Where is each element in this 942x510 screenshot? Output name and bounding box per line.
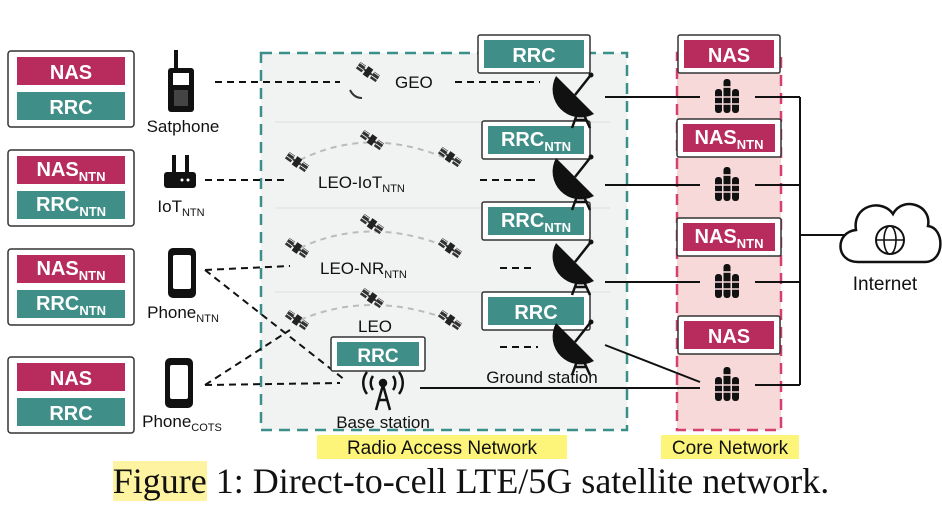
ran-rrc-leo-nr: RRCNTN [481, 201, 591, 241]
svg-text:NASNTN: NASNTN [695, 127, 764, 152]
core-label: Core Network [672, 438, 789, 459]
ran-rrc-base-station: RRC [330, 336, 426, 372]
svg-text:RRCNTN: RRCNTN [501, 129, 571, 154]
phone-cots-label: PhoneCOTS [142, 412, 222, 434]
leo-label: LEO [358, 317, 392, 336]
core-nas-3: NASNTN [676, 217, 782, 257]
svg-text:RRC: RRC [512, 45, 555, 67]
phone-ntn-icon [168, 248, 196, 298]
svg-text:NAS: NAS [708, 45, 750, 67]
core-nas-4: NAS [677, 315, 781, 355]
core-nas-1: NAS [677, 34, 781, 74]
ue-nas-label: NASNTN [37, 159, 106, 184]
access-links [204, 81, 540, 386]
ue-rrc-label: RRCNTN [36, 194, 106, 219]
ue-nas-label: NASNTN [37, 258, 106, 283]
ground-station-label: Ground station [486, 368, 598, 387]
svg-text:NASNTN: NASNTN [695, 226, 764, 251]
base-station-label: Base station [336, 413, 430, 432]
core-nas-2: NASNTN [676, 118, 782, 158]
ue-stack-2: NASNTN RRCNTN [7, 149, 135, 227]
svg-text:RRCNTN: RRCNTN [501, 210, 571, 235]
ue-rrc-label: RRC [49, 403, 92, 425]
svg-text:RRC: RRC [357, 346, 398, 367]
caption-figure-word: Figure [112, 461, 207, 501]
ue-stack-3: NASNTN RRCNTN [7, 248, 135, 326]
ran-rrc-leo: RRC [481, 291, 591, 331]
svg-text:NAS: NAS [708, 326, 750, 348]
satphone-label: Satphone [147, 117, 220, 136]
caption-text: 1: Direct-to-cell LTE/5G satellite netwo… [206, 461, 830, 501]
ran-rrc-geo: RRC [477, 34, 591, 74]
ue-rrc-label: RRC [49, 97, 92, 119]
leo-iot-label: LEO-IoTNTN [318, 173, 405, 195]
iot-label: IoTNTN [157, 197, 204, 219]
ue-nas-label: NAS [50, 368, 92, 390]
ran-rrc-leo-iot: RRCNTN [481, 120, 591, 160]
base-station-icon [362, 371, 404, 411]
phone-ntn-label: PhoneNTN [147, 303, 219, 325]
phone-cots-icon [165, 358, 193, 408]
internet-label: Internet [853, 274, 918, 295]
leo-nr-label: LEO-NRNTN [320, 259, 407, 281]
internet-cloud-icon [839, 202, 942, 264]
ue-nas-label: NAS [50, 62, 92, 84]
ran-label: Radio Access Network [347, 438, 538, 459]
ue-rrc-label: RRCNTN [36, 293, 106, 318]
satphone-icon [168, 50, 194, 112]
svg-text:RRC: RRC [514, 302, 557, 324]
geo-label: GEO [395, 73, 433, 92]
figure-caption: Figure 1: Direct-to-cell LTE/5G satellit… [0, 460, 942, 502]
backhaul-links [420, 96, 845, 389]
ue-stack-1: NAS RRC [7, 50, 135, 128]
orbit-arcs [299, 141, 451, 321]
iot-router-icon [164, 155, 196, 188]
ue-stack-4: NAS RRC [7, 356, 135, 434]
